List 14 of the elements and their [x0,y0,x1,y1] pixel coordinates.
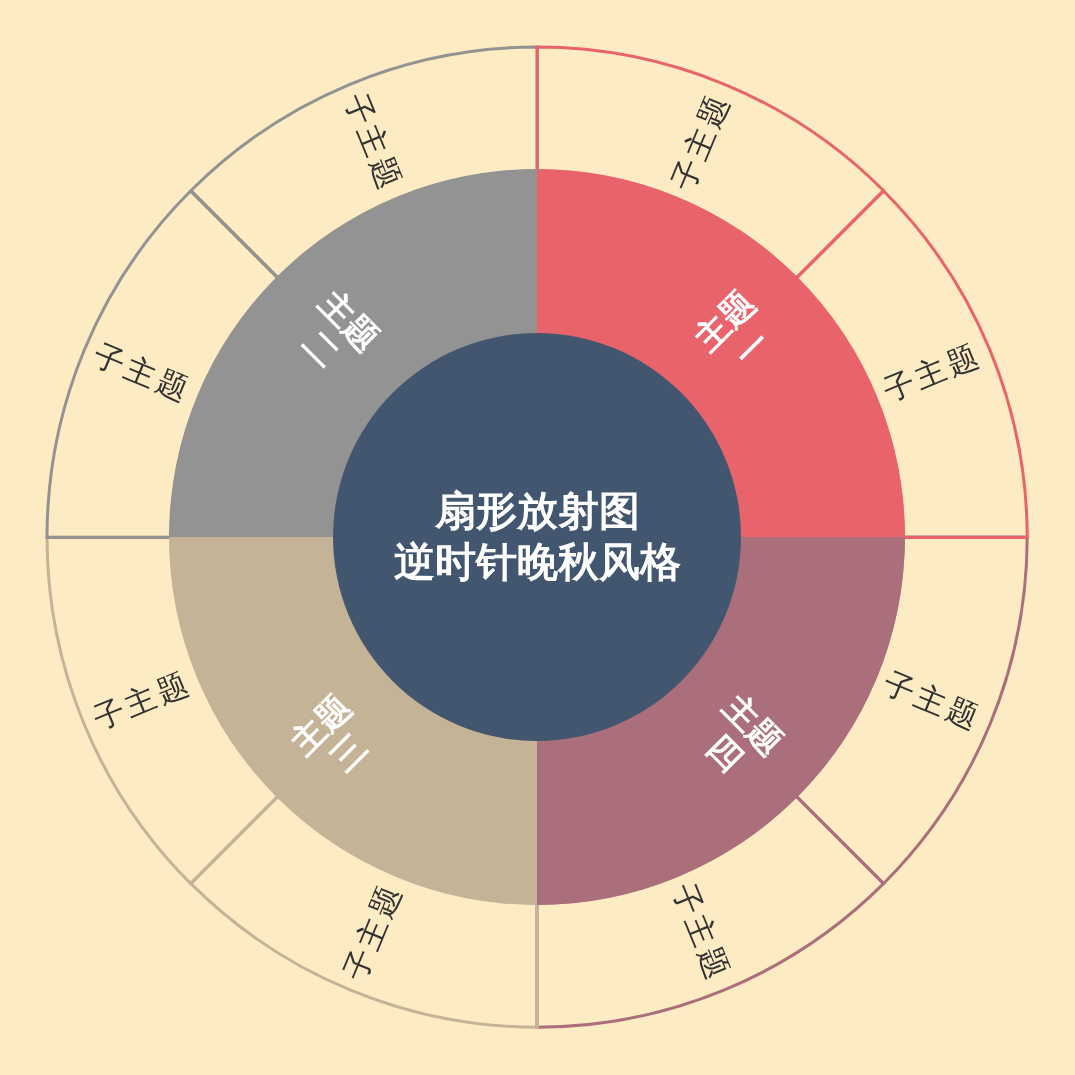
center-title: 扇形放射图 [434,485,640,537]
main-topic-label: 主题一 [685,281,780,377]
main-topic-label: 主题四 [698,685,793,781]
subtopic-label: 子主题 [664,87,737,196]
main-topic-label: 主题三 [281,685,376,781]
subtopic-label: 子主题 [337,878,410,987]
subtopic-label: 子主题 [878,337,987,410]
subtopic-label: 子主题 [337,87,410,196]
subtopic-label: 子主题 [87,664,196,737]
subtopic-label: 子主题 [664,878,737,987]
subtopic-label: 子主题 [87,337,196,410]
main-topic-label: 主题二 [294,281,389,377]
subtopic-label: 子主题 [878,664,987,737]
center-subtitle: 逆时针晚秋风格 [393,537,681,588]
